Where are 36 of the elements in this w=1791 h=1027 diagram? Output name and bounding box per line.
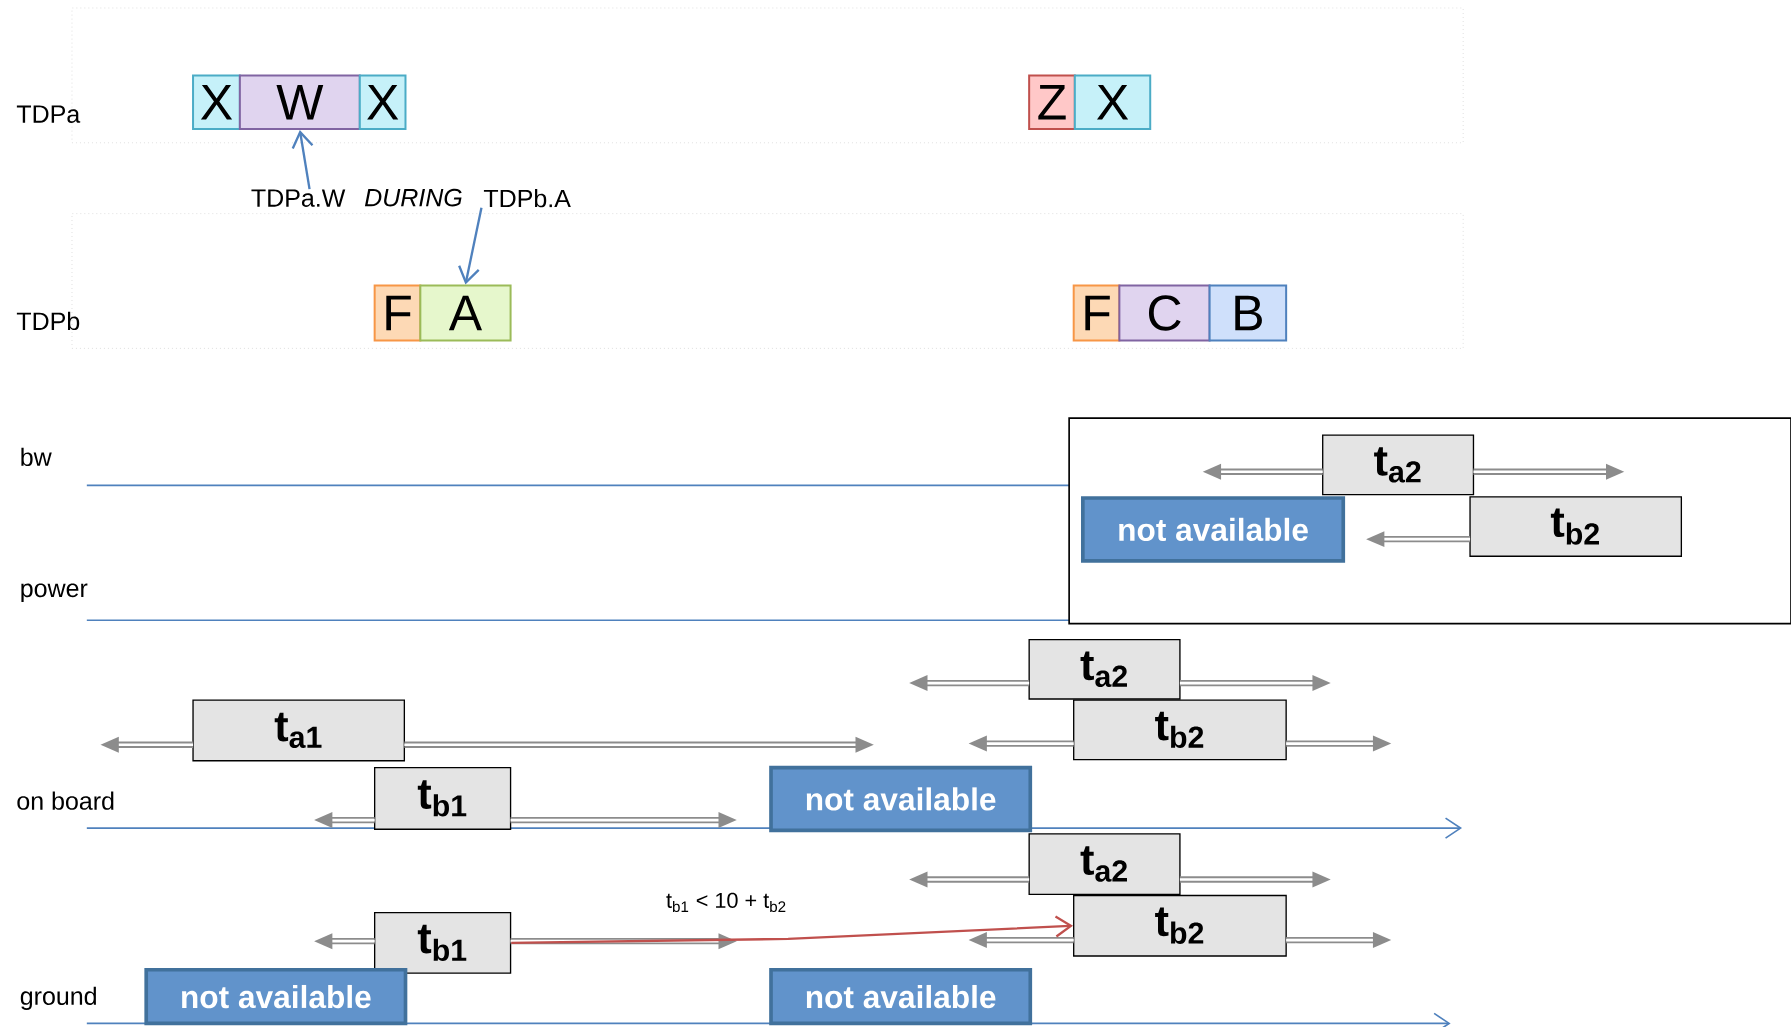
edge-label: t$_{b1}$ < 10 + t$_{b2}$ bbox=[664, 891, 789, 914]
caption-text: TDPb.A bbox=[483, 189, 571, 208]
segment-box: Z bbox=[1028, 74, 1076, 131]
task-box: t$_{b2}$ bbox=[1073, 699, 1287, 761]
lane-label: TDPa bbox=[16, 105, 81, 123]
task-box: t$_{b1}$ bbox=[374, 911, 512, 974]
unavailable-box: not available bbox=[769, 967, 1033, 1026]
task-box: t$_{b2}$ bbox=[1469, 496, 1683, 557]
label-text: DURING bbox=[364, 188, 462, 207]
label-text: power bbox=[21, 583, 88, 603]
segment-box: C bbox=[1118, 284, 1211, 342]
label-text: on board bbox=[17, 791, 114, 810]
label-text: ground bbox=[20, 986, 96, 1010]
segment-box: A bbox=[419, 284, 512, 342]
task-box: t$_{a2}$ bbox=[1028, 833, 1181, 895]
segment-box: X bbox=[192, 74, 241, 131]
unavailable-box: not available bbox=[1081, 496, 1346, 563]
task-box: t$_{a2}$ bbox=[1028, 638, 1181, 700]
unavailable-box: not available bbox=[144, 967, 408, 1026]
segment-box: X bbox=[1073, 74, 1152, 131]
unavailable-box: not available bbox=[769, 765, 1033, 833]
lane-label: TDPb bbox=[16, 311, 80, 331]
task-box: t$_{b2}$ bbox=[1073, 894, 1287, 957]
arrow bbox=[291, 130, 314, 190]
arrow bbox=[458, 207, 483, 285]
task-box: t$_{a1}$ bbox=[192, 699, 405, 762]
label-text: bw bbox=[21, 447, 52, 467]
segment-box: B bbox=[1208, 284, 1288, 342]
caption-text: TDPa.W bbox=[251, 189, 346, 207]
task-box: t$_{b1}$ bbox=[374, 766, 512, 830]
segment-box: W bbox=[238, 74, 361, 131]
segment-box: F bbox=[1072, 284, 1121, 342]
segment-box: F bbox=[373, 284, 422, 342]
arrow bbox=[511, 915, 1074, 945]
segment-box: X bbox=[358, 74, 407, 131]
task-box: t$_{a2}$ bbox=[1322, 434, 1475, 496]
